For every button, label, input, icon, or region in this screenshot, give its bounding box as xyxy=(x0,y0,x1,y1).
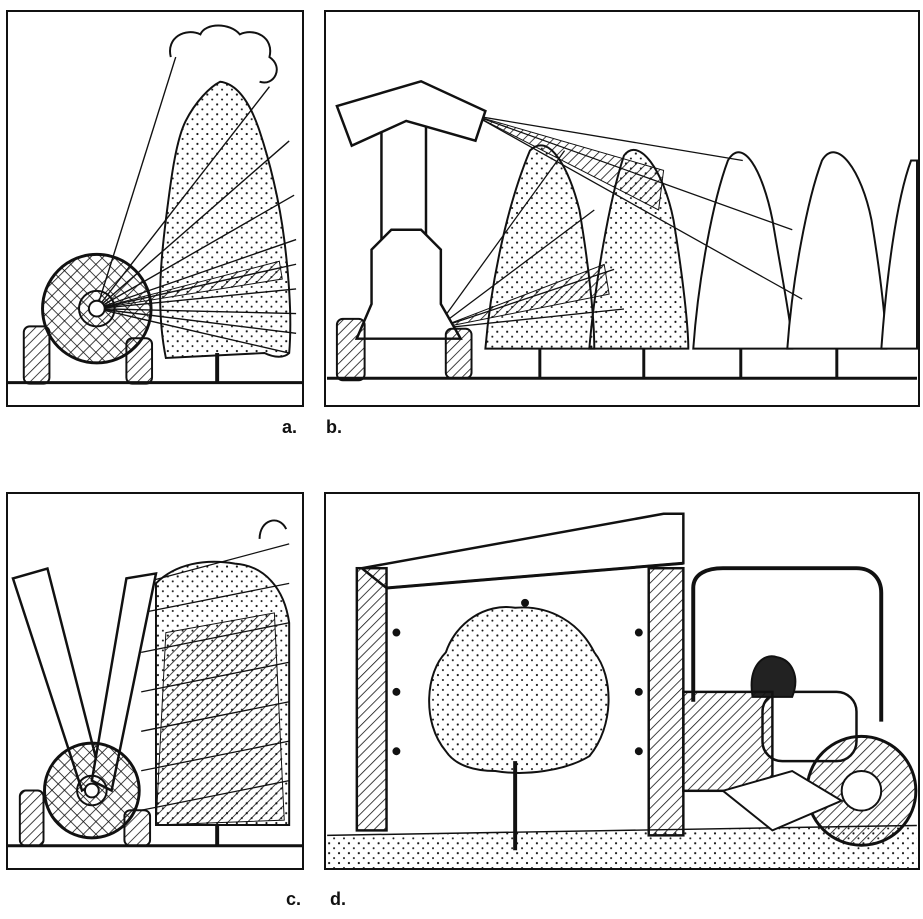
panel-d-illustration xyxy=(327,512,918,868)
mist-cloud xyxy=(169,24,278,84)
tree-trunks xyxy=(538,348,839,379)
panel-c-illustration xyxy=(8,519,302,848)
tractor-driver xyxy=(750,655,797,698)
tractor-body xyxy=(682,690,774,793)
tower-head xyxy=(335,79,487,148)
mist-cloud xyxy=(258,519,288,540)
tunnel-left-panel xyxy=(355,566,388,832)
rear-wheel xyxy=(18,789,45,847)
label-a: a. xyxy=(282,417,298,437)
panel-d-tunnel-sprayer xyxy=(324,492,920,870)
tree-canopy xyxy=(159,80,292,359)
label-c: c. xyxy=(286,889,302,909)
spray-band-hatched-2 xyxy=(435,263,610,330)
spray-zone-hatched xyxy=(155,612,285,826)
grass-ground xyxy=(327,825,917,868)
panel-a-radial-fan-sprayer xyxy=(6,10,304,407)
panel-a-illustration xyxy=(8,24,302,385)
label-d: d. xyxy=(330,889,346,909)
rear-wheel xyxy=(22,325,51,385)
front-wheel xyxy=(444,327,473,380)
tractor-roll-bar xyxy=(691,566,884,722)
tunnel-right-panel xyxy=(647,566,685,837)
tractor-hitch xyxy=(720,769,844,832)
tree-canopy xyxy=(428,606,610,774)
spray-nozzles xyxy=(392,598,643,756)
panel-b-tower-sprayer xyxy=(324,10,920,407)
rear-wheel xyxy=(335,317,366,382)
sprayer-body xyxy=(354,228,463,340)
label-b: b. xyxy=(326,417,342,437)
tree-row xyxy=(484,144,918,350)
panel-b-illustration xyxy=(327,79,918,382)
spray-rays xyxy=(141,543,290,811)
spray-band-hatched-1 xyxy=(475,115,665,211)
panel-c-twin-tower-sprayer xyxy=(6,492,304,870)
